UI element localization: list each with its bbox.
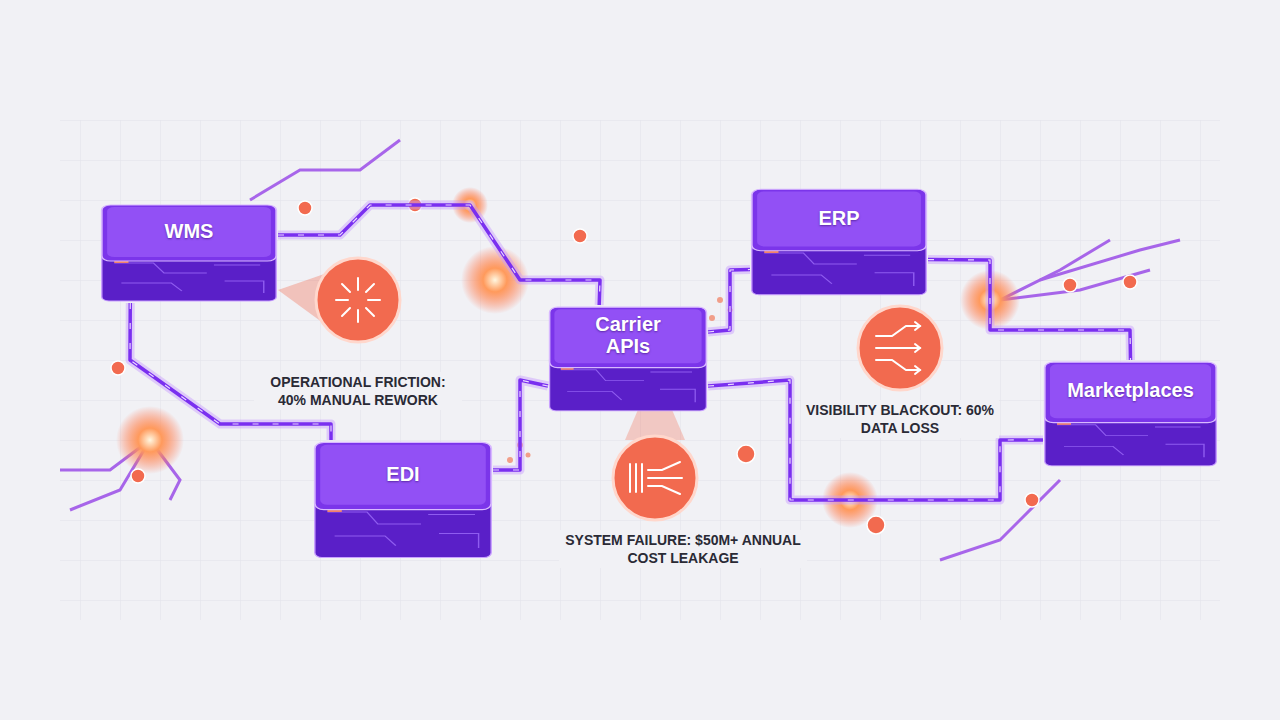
server-block-shape <box>100 203 278 303</box>
system-name: ERP <box>818 207 859 229</box>
callout-label: OPERATIONAL FRICTION: 40% MANUAL REWORK <box>254 372 462 410</box>
server-block-shape <box>313 440 493 560</box>
system-name: Carrier APIs <box>573 313 683 357</box>
system-block: EDI <box>313 440 493 560</box>
data-link <box>278 205 600 305</box>
system-name: Marketplaces <box>1067 379 1194 401</box>
system-block: WMS <box>100 203 278 303</box>
callout-label: VISIBILITY BLACKOUT: 60% DATA LOSS <box>801 400 999 438</box>
data-link <box>708 380 1043 500</box>
callout-label: SYSTEM FAILURE: $50M+ ANNUAL COST LEAKAG… <box>559 530 807 568</box>
system-name: EDI <box>386 463 419 485</box>
system-name: WMS <box>165 220 214 242</box>
data-link <box>708 270 750 333</box>
system-block: Carrier APIs <box>548 305 708 413</box>
system-block: Marketplaces <box>1043 360 1218 468</box>
system-block: ERP <box>750 187 928 297</box>
server-block-shape <box>750 187 928 297</box>
data-link <box>928 260 1131 360</box>
data-link <box>493 380 548 470</box>
server-block-shape <box>1043 360 1218 468</box>
